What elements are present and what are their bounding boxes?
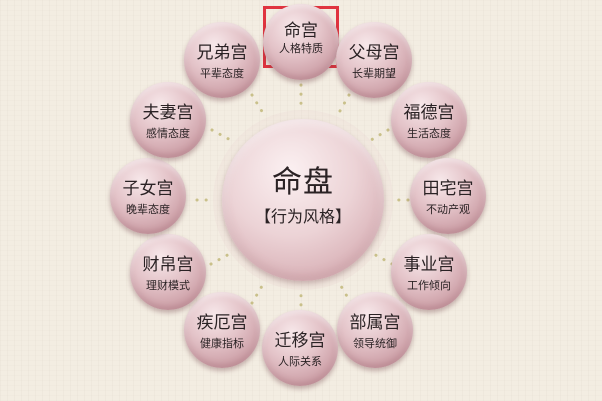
palace-title: 子女宫 xyxy=(122,179,174,199)
palace-title: 命宫 xyxy=(284,21,318,41)
palace-desc: 平辈态度 xyxy=(200,67,244,80)
palace-node-fude: 福德宫 生活态度 xyxy=(391,82,467,158)
palace-title: 夫妻宫 xyxy=(142,103,194,123)
palace-node-xiongdi: 兄弟宫 平辈态度 xyxy=(184,22,260,98)
palace-desc: 晚辈态度 xyxy=(126,203,170,216)
palace-title: 财帛宫 xyxy=(142,255,194,275)
palace-node-fuqi: 夫妻宫 感情态度 xyxy=(130,82,206,158)
palace-desc: 人际关系 xyxy=(278,355,322,368)
palace-title: 疾厄宫 xyxy=(196,313,248,333)
palace-title: 部属宫 xyxy=(349,313,401,333)
palace-desc: 人格特质 xyxy=(279,42,323,55)
palace-node-caibo: 财帛宫 理财模式 xyxy=(130,234,206,310)
palace-node-tianzhai: 田宅宫 不动产观 xyxy=(410,158,486,234)
palace-desc: 工作倾向 xyxy=(407,279,451,292)
palace-title: 迁移宫 xyxy=(274,331,326,351)
palace-desc: 领导统御 xyxy=(353,337,397,350)
palace-node-bushu: 部属宫 领导统御 xyxy=(337,292,413,368)
palace-desc: 不动产观 xyxy=(426,203,470,216)
palace-node-shiye: 事业宫 工作倾向 xyxy=(391,234,467,310)
center-subtitle: 【行为风格】 xyxy=(254,207,351,226)
center-destiny-circle xyxy=(222,119,384,281)
palace-desc: 健康指标 xyxy=(200,337,244,350)
palace-node-fumu: 父母宫 长辈期望 xyxy=(336,22,412,98)
palace-title: 父母宫 xyxy=(348,43,400,63)
palace-desc: 感情态度 xyxy=(146,127,190,140)
palace-node-qianyi: 迁移宫 人际关系 xyxy=(262,310,338,386)
palace-title: 田宅宫 xyxy=(422,179,474,199)
palace-desc: 生活态度 xyxy=(407,127,451,140)
center-title: 命盘 xyxy=(272,165,334,200)
palace-node-jie: 疾厄宫 健康指标 xyxy=(184,292,260,368)
palace-node-ming: 命宫 人格特质 xyxy=(263,4,339,80)
palace-title: 事业宫 xyxy=(403,255,455,275)
palace-node-zinv: 子女宫 晚辈态度 xyxy=(110,158,186,234)
palace-title: 兄弟宫 xyxy=(196,43,248,63)
palace-title: 福德宫 xyxy=(403,103,455,123)
palace-desc: 理财模式 xyxy=(146,279,190,292)
palace-desc: 长辈期望 xyxy=(352,67,396,80)
